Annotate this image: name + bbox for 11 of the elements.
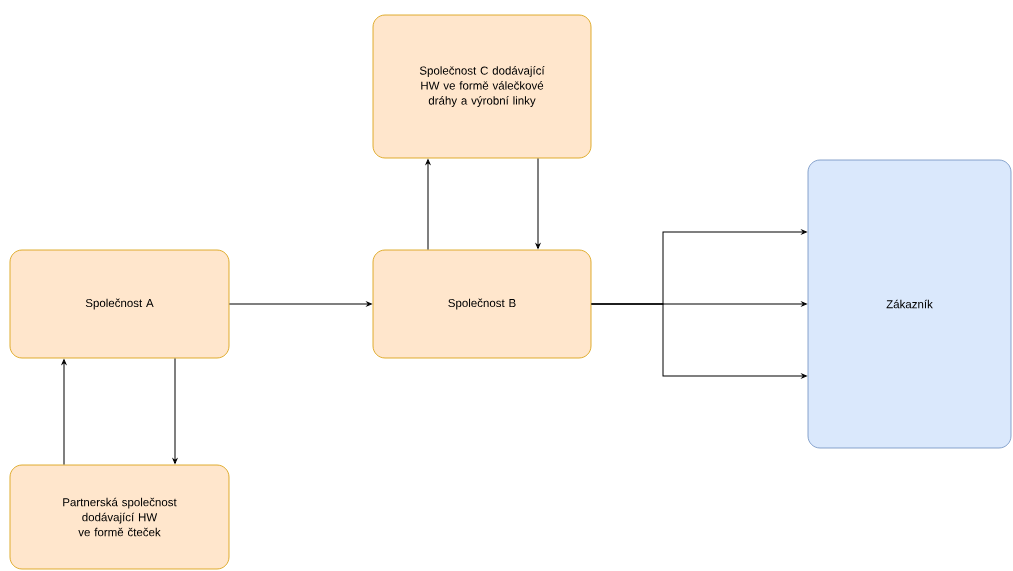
arrow: [590, 303, 807, 379]
company-box: Společnost B: [372, 249, 592, 359]
company-box: Partnerská společnost dodávající HW ve formě čteček: [9, 464, 230, 570]
arrow: [228, 301, 372, 307]
company-box: Společnost A: [9, 249, 230, 359]
customer-box: Zákazník: [807, 159, 1012, 449]
company-box: Společnost C dodávající HW ve formě válečkové dráhy a výrobní linky: [372, 14, 592, 159]
arrow: [61, 359, 67, 466]
arrow: [535, 157, 541, 249]
arrow: [425, 159, 431, 251]
arrow: [172, 357, 178, 464]
